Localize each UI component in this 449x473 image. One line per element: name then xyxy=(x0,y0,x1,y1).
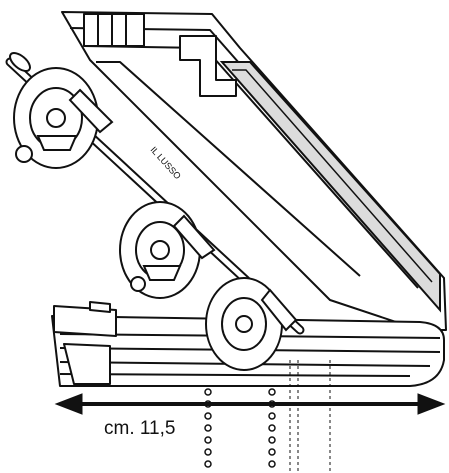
dimension-label: cm. 11,5 xyxy=(102,418,178,440)
side-shade-panel xyxy=(219,61,441,313)
roller-wheel-middle xyxy=(119,201,216,299)
logo-stamp: IL LUSSO xyxy=(149,145,183,182)
dimension-arrow xyxy=(54,393,446,415)
logo-text: IL LUSSO xyxy=(149,145,183,182)
fabric-hanging-lines xyxy=(289,360,331,473)
bead-chain xyxy=(204,388,276,468)
head-rail-housing xyxy=(61,11,447,331)
roller-wheel-top xyxy=(13,67,114,169)
roller-wheel-bottom xyxy=(205,277,298,371)
